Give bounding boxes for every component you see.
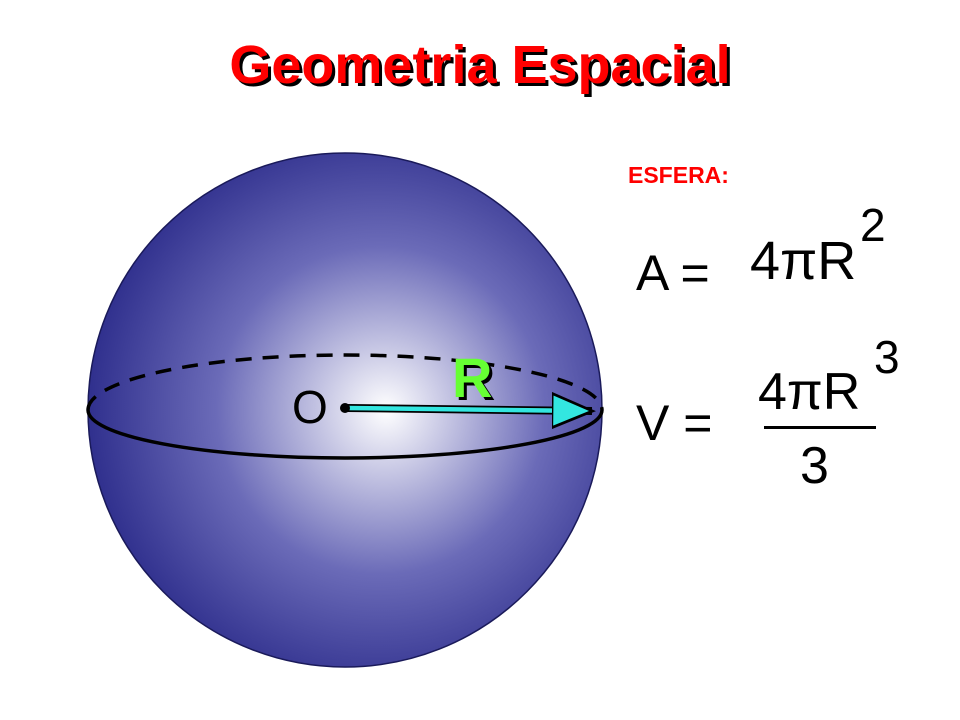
- area-formula-exponent: 2: [860, 199, 886, 251]
- area-formula-rhs: 4πR: [750, 231, 857, 291]
- area-formula-lhs: A =: [636, 245, 710, 301]
- radius-arrow-fill: [346, 408, 588, 411]
- equator-front: [86, 409, 604, 460]
- section-label: ESFERA:: [628, 162, 729, 188]
- center-point: [340, 403, 350, 413]
- volume-formula-numerator: 4πR: [758, 363, 861, 421]
- radius-label: R: [452, 346, 493, 409]
- volume-formula-lhs: V =: [636, 395, 713, 451]
- slide-title: Geometria Espacial: [229, 35, 731, 95]
- equator-back-dashed: [86, 353, 604, 411]
- volume-formula-exponent: 3: [874, 331, 900, 383]
- volume-formula-denominator: 3: [800, 437, 829, 495]
- center-label: O: [292, 381, 328, 433]
- fraction-bar: [764, 426, 876, 429]
